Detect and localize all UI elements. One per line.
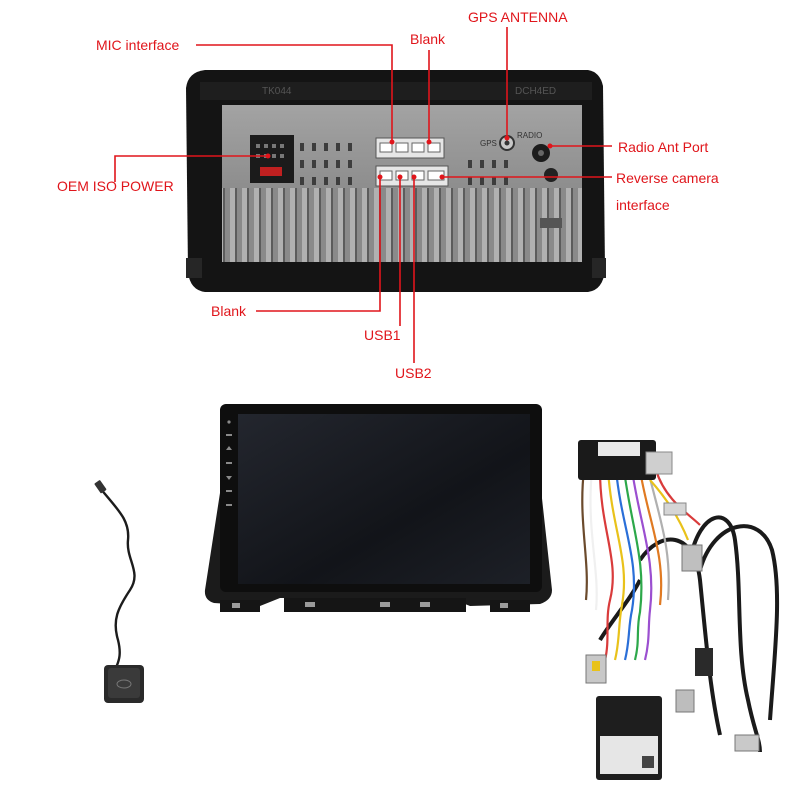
black-cables [598,515,780,753]
white-plug [645,451,673,475]
antenna-plug [675,689,695,713]
label-reverse-camera-interface: interface [616,197,670,213]
label-gps-antenna: GPS ANTENNA [468,9,568,25]
serial-right-text: DCH4ED [515,86,556,97]
side-buttons [226,420,232,506]
label-usb1: USB1 [364,327,401,343]
frame-clips [232,602,508,608]
iso-red-tag [260,167,282,176]
usb-plug-2 [734,734,760,752]
label-radio-ant-port: Radio Ant Port [618,139,708,155]
aux-port [544,168,558,182]
label-reverse-camera: Reverse camera [616,170,719,186]
heat-sink-fins [222,188,582,262]
gps-antenna-accessory [94,480,144,703]
gps-port-text: GPS [480,139,497,148]
usb-plug-1 [681,544,703,572]
label-mic-interface: MIC interface [96,37,179,53]
connector-label [598,442,640,456]
white-plug-small [663,502,687,516]
head-unit-back-view: TK044 DCH4ED GPS RADIO [186,70,606,292]
label-usb2: USB2 [395,365,432,381]
gps-plug [94,480,107,494]
wiring-harness [578,440,780,780]
head-unit-front-view [204,404,552,612]
fan-slot [540,218,562,228]
touch-screen [238,414,530,584]
gps-cable [99,487,136,669]
callout-dots [265,135,553,180]
radio-port-text: RADIO [517,131,542,140]
mount-tab-right [592,258,606,278]
label-oem-iso-power: OEM ISO POWER [57,178,174,194]
label-blank-bottom: Blank [211,303,247,319]
rca-plug [695,648,713,676]
callout-lines [114,27,612,363]
colored-wires [581,469,701,661]
serial-left-text: TK044 [262,86,292,97]
label-blank-top: Blank [410,31,446,47]
mount-tab-left [186,258,202,278]
decoder-label [600,736,658,774]
vent-slots [300,143,508,185]
